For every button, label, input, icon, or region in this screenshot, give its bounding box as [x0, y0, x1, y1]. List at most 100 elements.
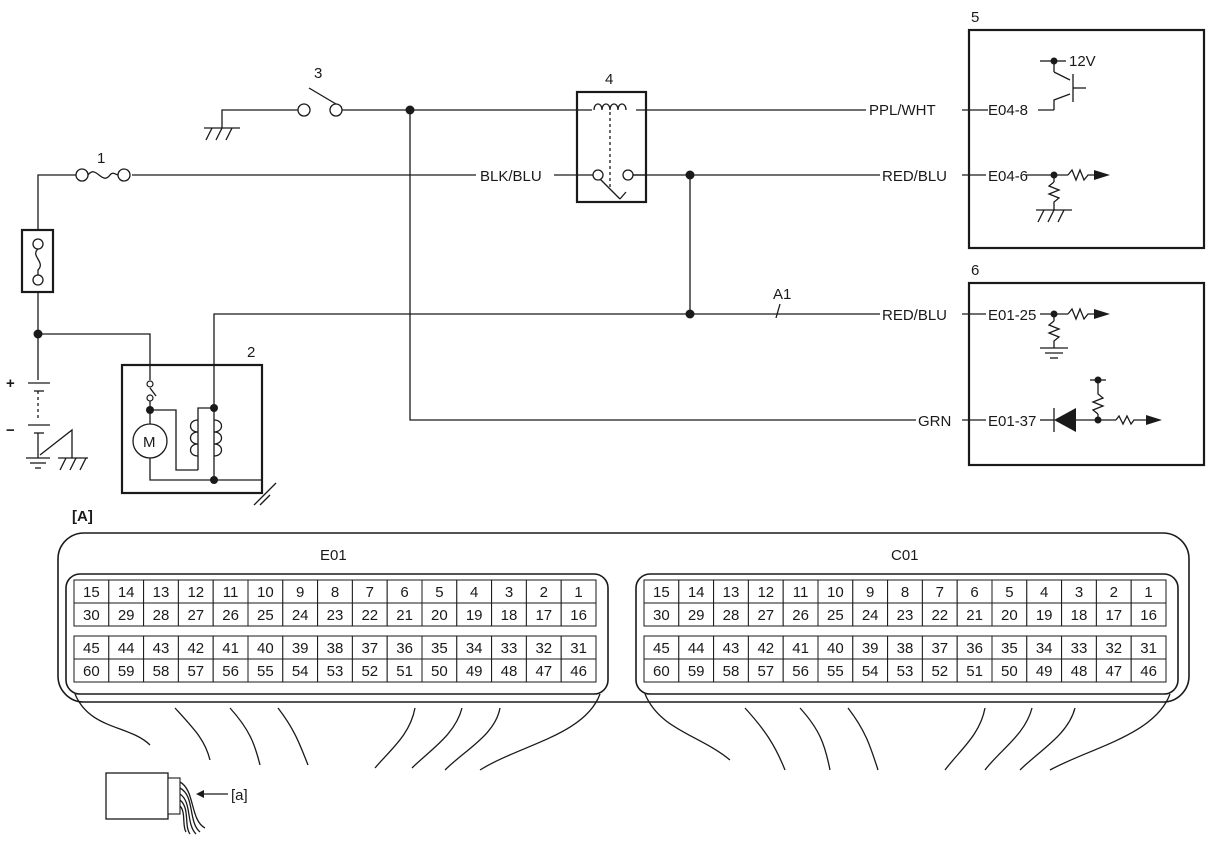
c01-pin-27: 27: [757, 607, 774, 624]
c01-pin-36: 36: [966, 640, 983, 657]
c01-pin-31: 31: [1140, 640, 1157, 657]
e01-pin-17: 17: [535, 607, 552, 624]
c01-pin-57: 57: [757, 663, 774, 680]
wire-red-blu-upper-label: RED/BLU: [882, 168, 947, 185]
c01-pin-19: 19: [1036, 607, 1053, 624]
harness-plug: [a]: [105, 772, 248, 835]
e01-pin-31: 31: [570, 640, 587, 657]
e01-pin-41: 41: [222, 640, 239, 657]
c01-pin-18: 18: [1071, 607, 1088, 624]
c01-pin-4: 4: [1040, 584, 1048, 601]
c01-pin-24: 24: [862, 607, 879, 624]
c01-pin-6: 6: [970, 584, 978, 601]
c01-pin-45: 45: [653, 640, 670, 657]
c01-pin-10: 10: [827, 584, 844, 601]
wire-grn-label: GRN: [918, 413, 951, 430]
wire-ppl-wht-label: PPL/WHT: [869, 102, 936, 119]
e01-pin-12: 12: [187, 584, 204, 601]
switch-3: 3: [297, 65, 343, 117]
e01-pin-7: 7: [366, 584, 374, 601]
c01-pin-33: 33: [1071, 640, 1088, 657]
terminal-e01-37-label: E01-37: [988, 413, 1036, 430]
c01-pin-1: 1: [1144, 584, 1152, 601]
e01-pin-34: 34: [466, 640, 483, 657]
e01-pin-38: 38: [327, 640, 344, 657]
c01-pin-25: 25: [827, 607, 844, 624]
c01-pin-56: 56: [792, 663, 809, 680]
c01-pin-53: 53: [897, 663, 914, 680]
e01-pin-50: 50: [431, 663, 448, 680]
motor-unit-2-label: 2: [247, 344, 255, 361]
e01-pin-32: 32: [535, 640, 552, 657]
c01-pin-28: 28: [723, 607, 740, 624]
e01-pin-6: 6: [400, 584, 408, 601]
terminal-ticks: [966, 109, 986, 421]
c01-pin-16: 16: [1140, 607, 1157, 624]
c01-pin-11: 11: [793, 584, 809, 601]
c01-pin-59: 59: [688, 663, 705, 680]
e01-pin-37: 37: [361, 640, 378, 657]
c01-pin-22: 22: [931, 607, 948, 624]
c01-pin-8: 8: [901, 584, 909, 601]
relay-4: 4: [575, 71, 648, 204]
c01-pin-48: 48: [1071, 663, 1088, 680]
e01-pin-25: 25: [257, 607, 274, 624]
e01-pin-24: 24: [292, 607, 309, 624]
c01-pin-17: 17: [1105, 607, 1122, 624]
c01-pin-13: 13: [723, 584, 740, 601]
fuse-1: 1: [75, 150, 131, 182]
e01-pin-39: 39: [292, 640, 309, 657]
e01-pin-4: 4: [470, 584, 478, 601]
e01-pin-58: 58: [153, 663, 170, 680]
c01-pin-21: 21: [966, 607, 983, 624]
e01-pin-cell-46: [560, 658, 597, 683]
terminal-e04-8-label: E04-8: [988, 102, 1028, 119]
c01-pin-34: 34: [1036, 640, 1053, 657]
c01-pin-14: 14: [688, 584, 705, 601]
c01-pin-42: 42: [757, 640, 774, 657]
c01-pin-49: 49: [1036, 663, 1053, 680]
c01-pin-5: 5: [1005, 584, 1013, 601]
e01-pin-15: 15: [83, 584, 100, 601]
e01-pin-60: 60: [83, 663, 100, 680]
c01-pin-52: 52: [931, 663, 948, 680]
e01-pin-26: 26: [222, 607, 239, 624]
e01-pin-28: 28: [153, 607, 170, 624]
c01-pin-47: 47: [1105, 663, 1122, 680]
c01-pin-29: 29: [688, 607, 705, 624]
c01-pin-46: 46: [1140, 663, 1157, 680]
e01-pin-48: 48: [501, 663, 518, 680]
c01-pin-54: 54: [862, 663, 879, 680]
e01-pin-19: 19: [466, 607, 483, 624]
c01-pin-35: 35: [1001, 640, 1018, 657]
motor-unit-2: 2 M: [120, 344, 277, 506]
switch-3-label: 3: [314, 65, 322, 82]
c01-pin-7: 7: [936, 584, 944, 601]
c01-pin-15: 15: [653, 584, 670, 601]
e01-pin-33: 33: [501, 640, 518, 657]
junction-dots: [33, 105, 695, 339]
c01-pin-39: 39: [862, 640, 879, 657]
e01-pin-36: 36: [396, 640, 413, 657]
c01-pin-9: 9: [866, 584, 874, 601]
e01-pin-40: 40: [257, 640, 274, 657]
e01-pin-46: 46: [570, 663, 587, 680]
e01-pin-56: 56: [222, 663, 239, 680]
e01-pin-30: 30: [83, 607, 100, 624]
e01-pin-51: 51: [396, 663, 413, 680]
c01-pin-38: 38: [897, 640, 914, 657]
wires: [26, 109, 966, 471]
connector-e01-name: E01: [320, 547, 347, 564]
wire-red-blu-lower-label: RED/BLU: [882, 307, 947, 324]
main-fuse-block: [20, 228, 55, 294]
e01-pin-21: 21: [396, 607, 413, 624]
module-6-label: 6: [971, 262, 979, 279]
harness-a-label: [a]: [231, 787, 248, 804]
e01-pin-8: 8: [331, 584, 339, 601]
wire-labels: BLK/BLU PPL/WHT RED/BLU RED/BLU GRN A1: [476, 100, 962, 430]
e01-pin-27: 27: [187, 607, 204, 624]
e01-pin-23: 23: [327, 607, 344, 624]
connector-c01-name: C01: [891, 547, 919, 564]
